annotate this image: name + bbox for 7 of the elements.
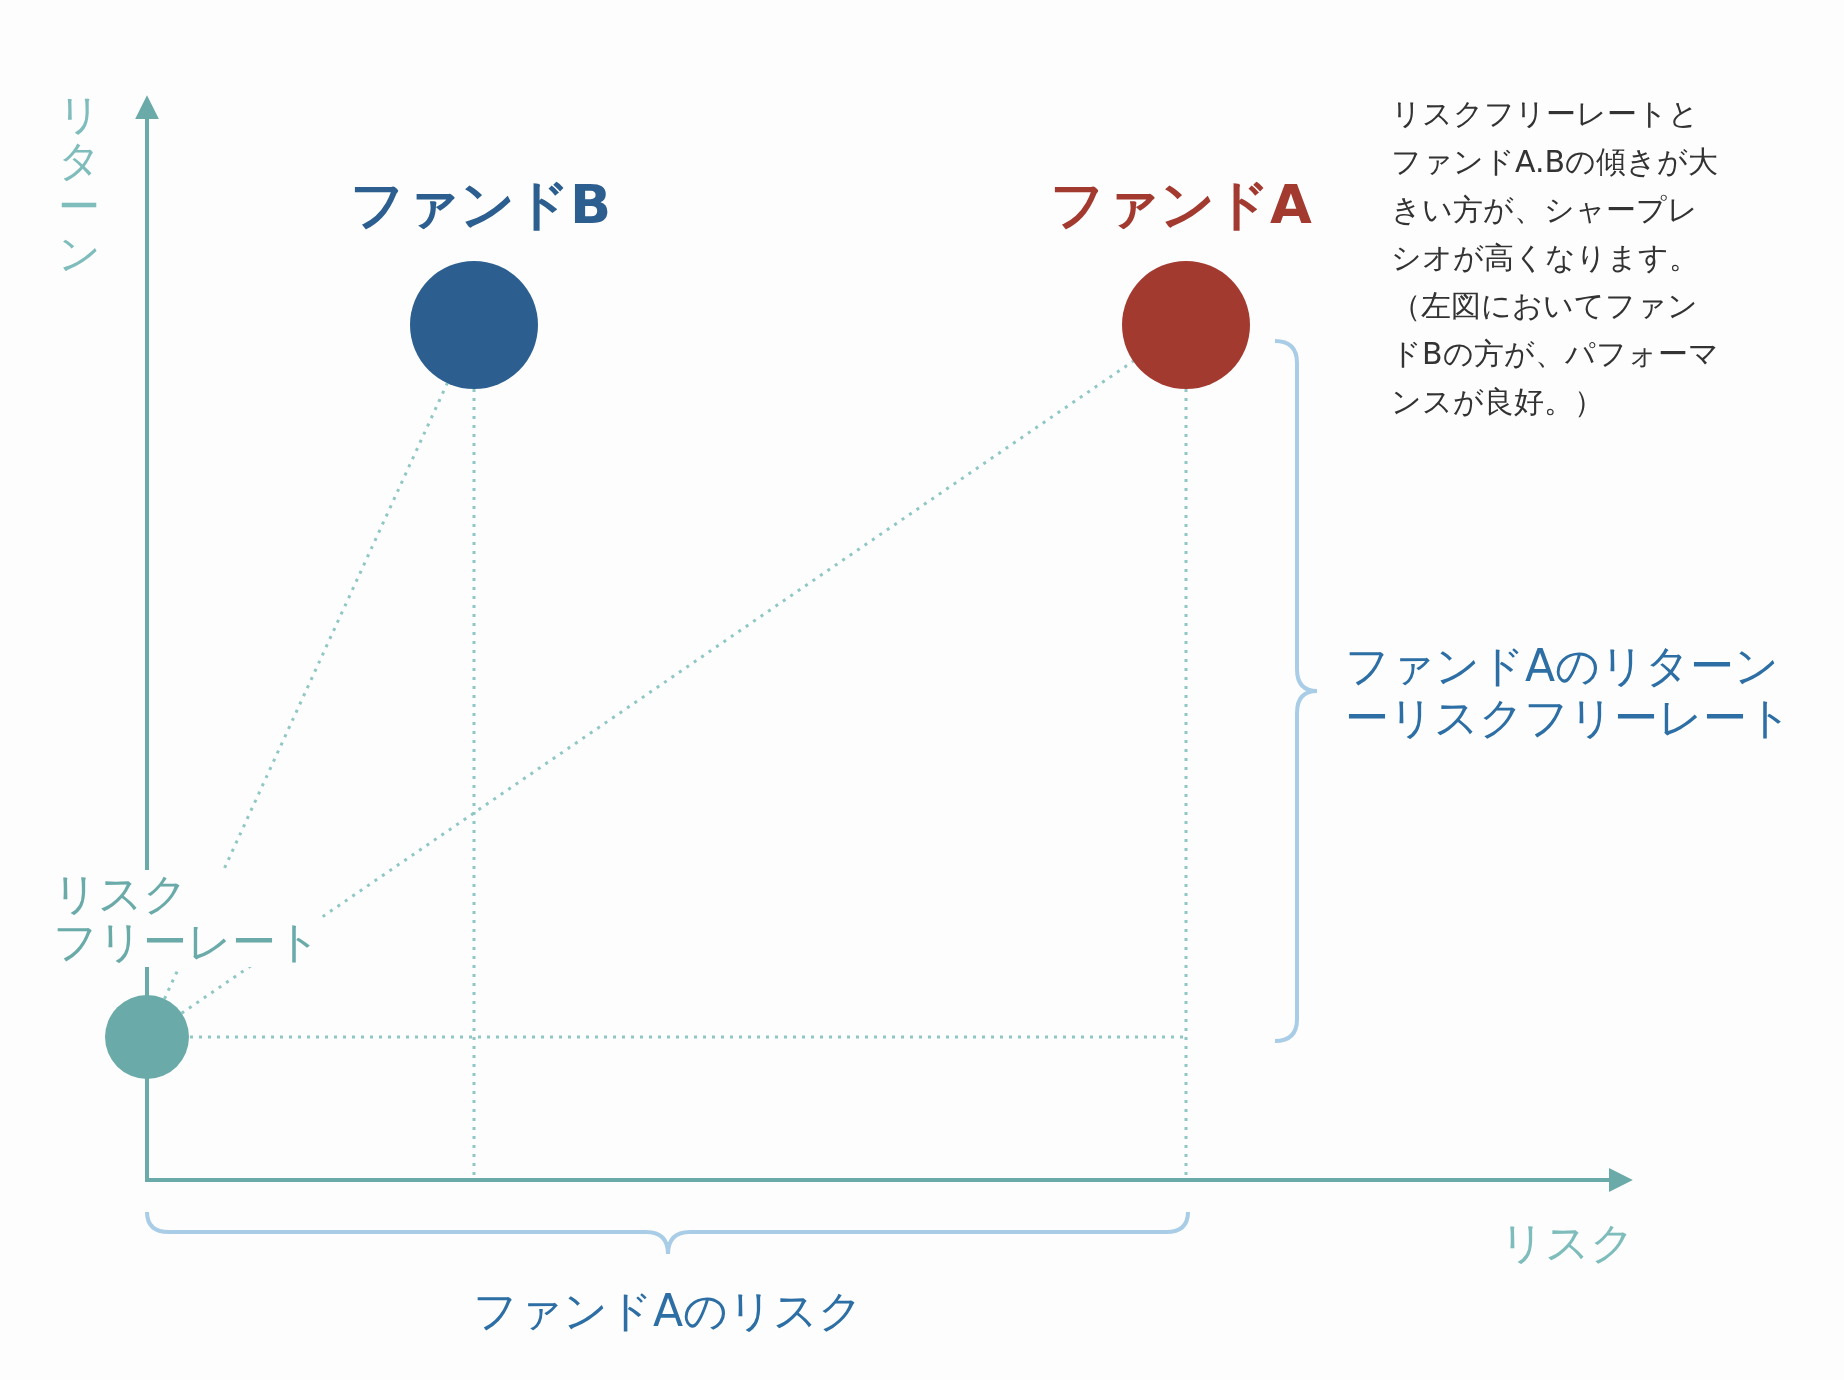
note-text: リスクフリーレートとファンドA.Bの傾きが大きい方が、シャープレシオが高くなります。 — [1391, 95, 1720, 277]
note-text: （左図においてファンドBの方が、パフォーマンスが良好。） — [1391, 287, 1720, 421]
brace-label: ファンドAのリスク — [471, 1284, 865, 1338]
axis-label: リスク — [1500, 1216, 1635, 1270]
dotted-line — [180, 359, 1135, 1015]
axis-label: リターン — [58, 92, 100, 277]
brace-label: ファンドAのリターンーリスクフリーレート — [1345, 640, 1793, 744]
